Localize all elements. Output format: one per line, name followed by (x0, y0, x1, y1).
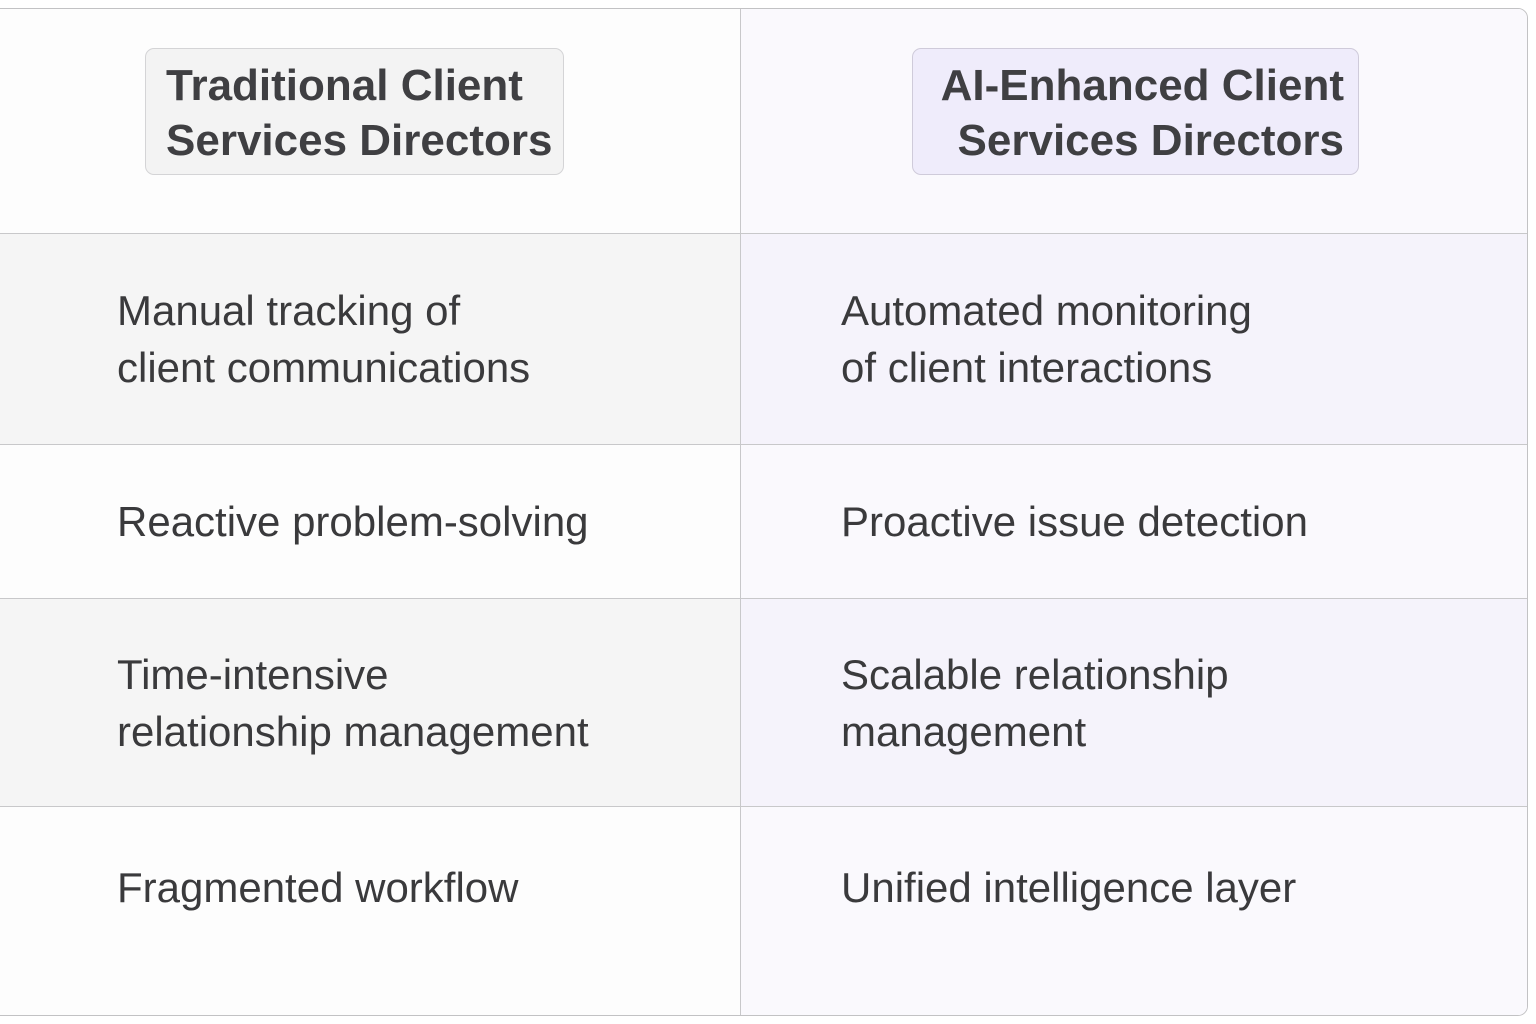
cell-text: Proactive issue detection (841, 493, 1308, 550)
header-cell-ai: AI-Enhanced Client Services Directors (741, 9, 1527, 234)
cell-line: client communications (117, 344, 531, 391)
table-cell-traditional: Manual tracking of client communications (0, 234, 741, 445)
table-cell-traditional: Reactive problem-solving (0, 445, 741, 599)
cell-text: Time-intensive relationship management (117, 646, 589, 760)
cell-line: Scalable relationship (841, 650, 1229, 698)
cell-text: Manual tracking of client communications (117, 282, 530, 396)
table-cell-traditional: Time-intensive relationship management (0, 599, 741, 807)
header-line: AI-Enhanced Client (940, 60, 1344, 110)
comparison-table: Traditional Client Services Directors AI… (0, 8, 1528, 1016)
cell-line: management (841, 707, 1087, 755)
cell-line: Unified intelligence layer (841, 864, 1297, 911)
cell-text: Reactive problem-solving (117, 493, 589, 550)
cell-line: Automated monitoring (841, 287, 1252, 334)
cell-line: Time-intensive (117, 650, 389, 698)
cell-line: Reactive problem-solving (117, 498, 589, 545)
table-cell-ai: Unified intelligence layer (741, 807, 1527, 1015)
header-line: Services Directors (166, 115, 553, 165)
cell-line: Fragmented workflow (117, 864, 519, 911)
table-cell-ai: Proactive issue detection (741, 445, 1527, 599)
cell-text: Unified intelligence layer (841, 859, 1296, 916)
cell-line: relationship management (117, 707, 589, 755)
header-badge-ai: AI-Enhanced Client Services Directors (912, 47, 1359, 175)
cell-text: Fragmented workflow (117, 859, 518, 916)
table-cell-traditional: Fragmented workflow (0, 807, 741, 1015)
cell-line: Manual tracking of (117, 287, 461, 334)
cell-text: Scalable relationship management (841, 646, 1229, 760)
cell-line: Proactive issue detection (841, 498, 1308, 545)
cell-text: Automated monitoring of client interacti… (841, 282, 1252, 396)
table-cell-ai: Automated monitoring of client interacti… (741, 234, 1527, 445)
header-badge-traditional: Traditional Client Services Directors (145, 47, 564, 175)
header-line: Services Directors (957, 115, 1344, 165)
table-cell-ai: Scalable relationship management (741, 599, 1527, 807)
header-line: Traditional Client (166, 60, 523, 110)
header-cell-traditional: Traditional Client Services Directors (0, 9, 741, 234)
cell-line: of client interactions (841, 344, 1213, 391)
